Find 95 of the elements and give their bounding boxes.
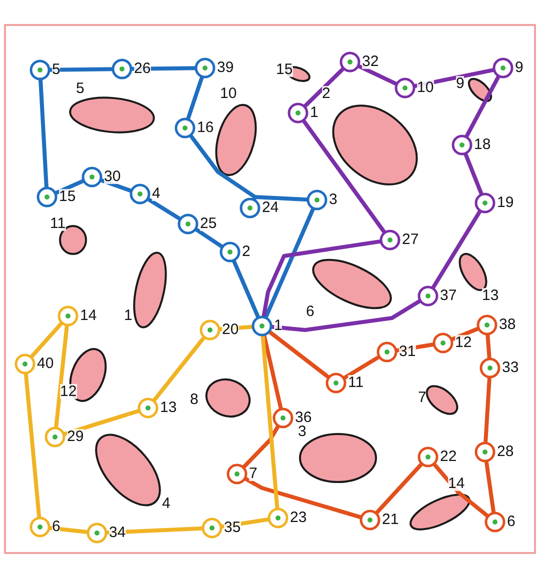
waypoint-number: 9	[515, 60, 524, 75]
waypoint-number: 34	[109, 525, 126, 540]
route-line	[484, 460, 496, 514]
route-line	[262, 239, 382, 318]
route-line	[262, 334, 283, 410]
route-line	[194, 227, 224, 249]
route-line	[486, 334, 492, 360]
waypoint-number: 5	[52, 62, 60, 77]
route-line	[24, 372, 42, 518]
waypoint-number: 10	[417, 80, 434, 95]
waypoint-number: 21	[382, 512, 399, 527]
waypoint-number: 11	[348, 375, 364, 390]
route-line	[260, 334, 280, 510]
waypoint-number: 39	[217, 60, 234, 75]
route-line	[218, 324, 254, 332]
route-line	[303, 66, 345, 108]
route-line	[54, 324, 69, 428]
waypoint-number: 6	[52, 519, 60, 534]
waypoint-number: 13	[160, 400, 177, 415]
waypoint-number: 25	[200, 216, 217, 231]
route-line	[130, 66, 196, 71]
waypoint-number: 2	[242, 244, 250, 259]
route-line	[220, 517, 270, 529]
waypoint-number: 15	[59, 189, 76, 204]
route-line	[100, 178, 132, 193]
waypoint-number: 18	[474, 137, 491, 152]
waypoint-number: 20	[222, 322, 239, 337]
waypoint-number: 37	[440, 288, 457, 303]
route-line	[463, 152, 484, 196]
waypoint-number: 28	[497, 444, 514, 459]
route-line	[270, 299, 422, 332]
waypoint-number: 30	[104, 169, 121, 184]
waypoint-number: 24	[262, 200, 279, 215]
route-line	[232, 260, 260, 318]
obstacle-number: 13	[482, 288, 499, 303]
route-line	[30, 321, 64, 359]
route-line	[146, 197, 182, 221]
obstacle-number: 2	[322, 86, 330, 101]
waypoint-number: 16	[197, 120, 214, 135]
route-line	[244, 476, 362, 520]
obstacle-number: 15	[276, 62, 293, 77]
obstacle-number: 4	[162, 496, 170, 511]
route-line	[186, 76, 204, 120]
obstacle-number: 6	[306, 304, 314, 319]
obstacle-number: 3	[298, 424, 306, 439]
waypoint-number: 29	[67, 429, 84, 444]
route-line	[464, 74, 501, 138]
route-line	[63, 408, 140, 436]
route-line	[342, 354, 380, 380]
route-line	[106, 526, 204, 535]
obstacle-number: 11	[50, 216, 66, 231]
obstacle-number: 10	[220, 86, 237, 101]
waypoint-number: 31	[399, 344, 416, 359]
obstacle-number: 14	[448, 476, 465, 491]
route-line	[268, 330, 330, 380]
waypoint-number: 32	[362, 54, 379, 69]
route-line	[242, 424, 280, 469]
route-line	[38, 78, 48, 188]
waypoint-number: 12	[455, 335, 472, 350]
route-line	[432, 462, 490, 518]
obstacle-number: 5	[76, 81, 84, 96]
waypoint-number: 3	[329, 192, 338, 207]
waypoint-number: 22	[440, 449, 457, 464]
waypoint-number: 40	[37, 356, 54, 371]
route-line	[264, 207, 316, 319]
waypoint-number: 1	[274, 318, 282, 333]
obstacle-number: 8	[190, 392, 198, 407]
waypoint-number: 38	[499, 317, 516, 332]
route-line	[431, 210, 482, 290]
obstacle-number: 9	[456, 76, 464, 91]
waypoint-number: 4	[152, 186, 160, 201]
waypoint-number: 36	[295, 410, 312, 425]
waypoint-number: 19	[497, 195, 514, 210]
waypoint-number: 33	[502, 360, 519, 375]
route-line	[152, 336, 206, 402]
obstacle-number: 1	[124, 308, 132, 323]
obstacle-number: 12	[60, 384, 77, 399]
waypoint-number: 6	[507, 514, 516, 529]
route-line	[48, 67, 114, 72]
route-line	[484, 376, 492, 444]
waypoint-number: 7	[249, 466, 258, 481]
waypoint-number: 23	[290, 510, 307, 525]
route-line	[302, 119, 386, 234]
waypoint-number: 1	[310, 105, 318, 120]
waypoint-number: 35	[224, 520, 241, 535]
waypoint-number: 27	[402, 232, 419, 247]
waypoint-number: 14	[80, 308, 97, 323]
route-line	[413, 68, 495, 88]
route-line	[48, 526, 88, 534]
route-line	[374, 462, 424, 515]
route-line	[357, 64, 398, 86]
route-line	[54, 178, 85, 196]
obstacle-number: 7	[418, 390, 426, 405]
waypoint-number: 26	[134, 61, 151, 76]
route-line	[450, 326, 480, 342]
